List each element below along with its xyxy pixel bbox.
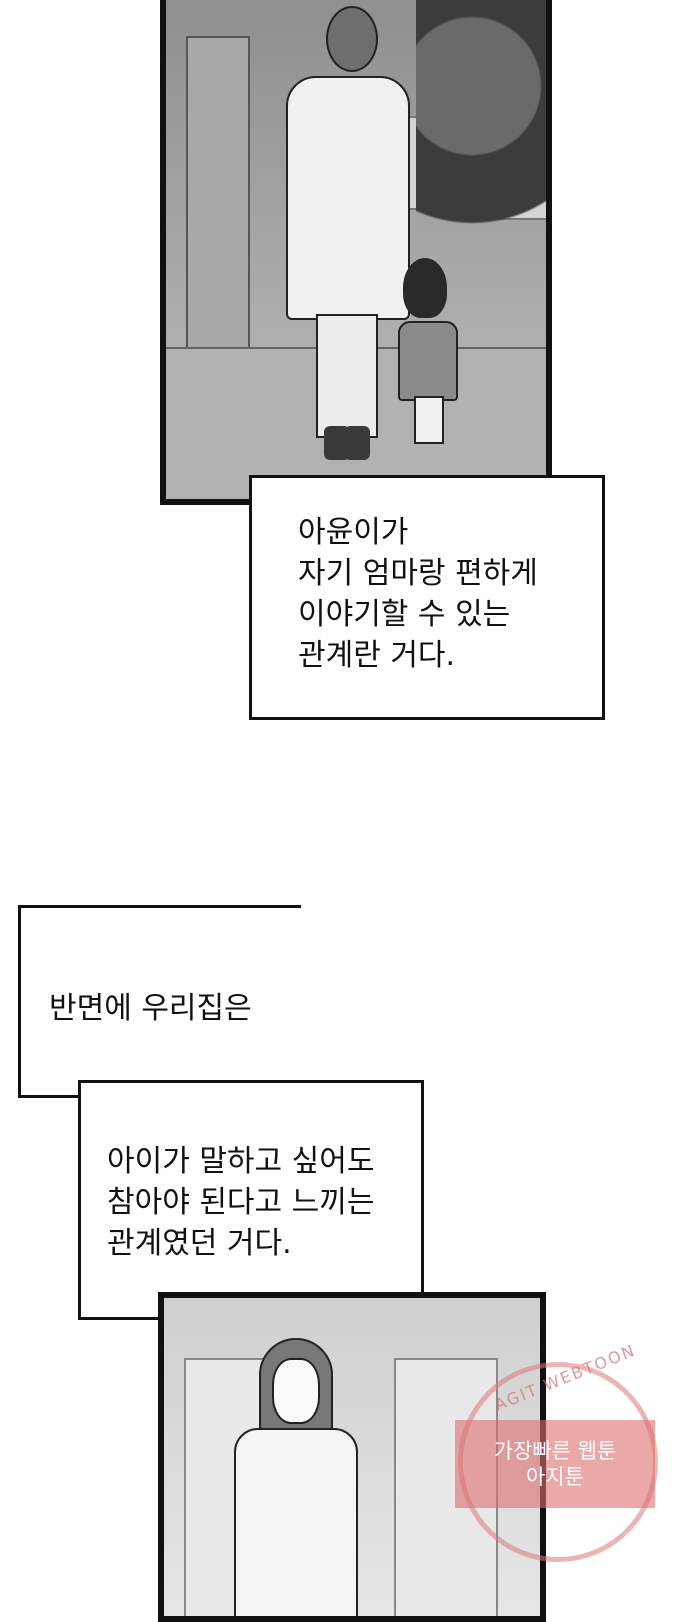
woman-head [326, 6, 378, 72]
woman-face [272, 1358, 320, 1424]
watermark-line-1: 가장빠른 웹툰 [493, 1439, 617, 1463]
woman-white-coat [286, 76, 410, 320]
caption-box-3: 아이가 말하고 싶어도 참아야 된다고 느끼는 관계였던 거다. [78, 1080, 424, 1320]
caption-line: 관계란 거다. [298, 638, 456, 673]
caption-line: 아윤이가 [298, 515, 409, 550]
caption-line: 이야기할 수 있는 [298, 597, 511, 632]
caption-line: 아이가 말하고 싶어도 [107, 1144, 375, 1179]
woman-legs [316, 314, 378, 438]
watermark-line-2: 아지툰 [526, 1465, 584, 1489]
caption-box-2: 반면에 우리집은 [18, 905, 301, 1098]
woman-white-coat [234, 1428, 358, 1616]
comic-panel-top [160, 0, 552, 505]
caption-line: 관계였던 거다. [107, 1226, 292, 1261]
caption-line: 자기 엄마랑 편하게 [298, 556, 538, 591]
girl-legs [414, 396, 444, 444]
woman-shoe [344, 426, 370, 460]
building-pillar [186, 36, 250, 350]
girl-dress [398, 321, 458, 401]
caption-line: 반면에 우리집은 [49, 991, 252, 1026]
watermark-stamp: 가장빠른 웹툰 아지툰 [455, 1420, 655, 1508]
caption-line: 참아야 된다고 느끼는 [107, 1185, 375, 1220]
comic-panel-bottom [158, 1292, 546, 1622]
tree-foliage [416, 0, 546, 296]
caption-box-1: 아윤이가 자기 엄마랑 편하게 이야기할 수 있는 관계란 거다. [249, 475, 605, 720]
girl-head [403, 258, 447, 318]
